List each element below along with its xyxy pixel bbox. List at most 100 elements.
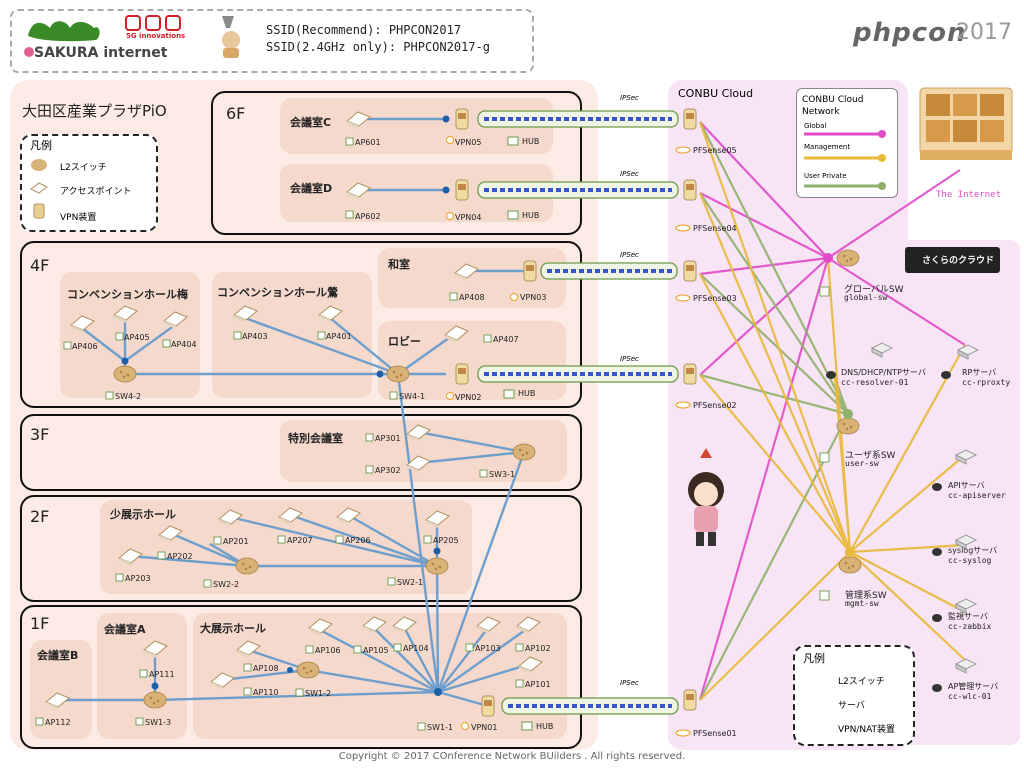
label-pfsense01: PFSense01: [693, 729, 737, 738]
label-ap301: AP301: [375, 434, 401, 443]
label-ap105: AP105: [363, 646, 389, 655]
room-label-daiten: 大展示ホール: [200, 622, 266, 635]
label-vpn03: VPN03: [520, 293, 547, 302]
label-ap206: AP206: [345, 536, 371, 545]
floor-label-1f: 1F: [30, 614, 50, 633]
label-vpn02: VPN02: [455, 393, 482, 402]
label-syslog-ja: syslogサーバ: [948, 546, 998, 555]
header-panel: [10, 9, 534, 73]
legend-left-ap: アクセスポイント: [60, 187, 132, 197]
sakura-cloud-logo-text: さくらのクラウド: [922, 256, 995, 266]
legend-left-title: 凡例: [30, 139, 52, 152]
legend-left-vpn: VPN装置: [60, 213, 97, 223]
label-ap112: AP112: [45, 718, 71, 727]
room-label-shoten: 少展示ホール: [110, 508, 176, 521]
room-label-uguisu: コンベンションホール鶯: [217, 286, 338, 299]
label-pfsense05: PFSense05: [693, 146, 737, 155]
copyright: Copyright © 2017 COnference Network BUil…: [338, 751, 686, 762]
label-ap106: AP106: [315, 646, 341, 655]
sakura-logo-text: SAKURA internet: [34, 45, 168, 61]
floor-label-3f: 3F: [30, 425, 50, 444]
label-ap407: AP407: [493, 335, 519, 344]
cloud-title: CONBU Cloud: [678, 87, 754, 100]
floor-label-4f: 4F: [30, 256, 50, 275]
ipsec-label-6c: IPSec: [620, 94, 639, 102]
label-mgmt-sw: mgmt-sw: [845, 599, 879, 608]
5g-logo-text: 5G innovations: [126, 32, 186, 40]
room-label-kaigib: 会議室B: [37, 649, 79, 662]
room-label-c: 会議室C: [290, 116, 332, 129]
label-rproxy: cc-rproxty: [962, 378, 1011, 387]
label-sw4-2: SW4-2: [115, 392, 142, 401]
floor-label-6f: 6F: [226, 104, 246, 123]
label-sw1-2: SW1-2: [305, 689, 332, 698]
internet-label: The Internet: [936, 190, 1002, 200]
network-legend-management: Management: [804, 143, 851, 151]
label-hub1: HUB: [536, 722, 554, 731]
5g-logo: [125, 15, 181, 31]
sakura-cloud-logo: [905, 247, 1000, 273]
legend-right-server: サーバ: [838, 701, 865, 711]
legend-left-l2: L2スイッチ: [60, 163, 107, 173]
label-api-ja: APIサーバ: [948, 481, 985, 490]
legend-left-icons: [30, 159, 48, 219]
label-sw4-1: SW4-1: [399, 392, 426, 401]
venue-title: 大田区産業プラザPiO: [22, 102, 167, 120]
label-ap101: AP101: [525, 680, 551, 689]
label-ap302: AP302: [375, 466, 401, 475]
label-global-sw-ja: グローバルSW: [844, 285, 904, 295]
label-sw2-2: SW2-2: [213, 580, 240, 589]
room-lobby: [378, 321, 566, 400]
label-ap405: AP405: [124, 333, 150, 342]
room-label-kaigia: 会議室A: [104, 623, 146, 636]
label-user-sw: user-sw: [845, 459, 879, 468]
label-pfsense04: PFSense04: [693, 224, 737, 233]
legend-right-title: 凡例: [803, 652, 825, 665]
network-legend-box: [796, 88, 898, 198]
label-api: cc-apiserver: [948, 491, 1006, 500]
label-ap401: AP401: [326, 332, 352, 341]
label-sw1-1: SW1-1: [427, 723, 454, 732]
label-hub6c: HUB: [522, 137, 540, 146]
room-label-ume: コンベンションホール梅: [67, 288, 188, 301]
label-zabbix-ja: 監視サーバ: [948, 612, 988, 621]
label-ap110: AP110: [253, 688, 279, 697]
label-ap207: AP207: [287, 536, 313, 545]
ipsec-label-6d: IPSec: [620, 170, 639, 178]
label-ap203: AP203: [125, 574, 151, 583]
label-ap108: AP108: [253, 664, 279, 673]
label-ap102: AP102: [525, 644, 551, 653]
legend-right: [793, 645, 915, 746]
mascot-character: [688, 448, 724, 546]
label-ap602: AP602: [355, 212, 381, 221]
mascot-icon: [222, 16, 240, 58]
legend-right-l2: L2スイッチ: [838, 677, 885, 687]
ipsec-label-lobby: IPSec: [620, 355, 639, 363]
internet-image: [919, 87, 1013, 160]
label-syslog: cc-syslog: [948, 556, 992, 565]
label-ap111: AP111: [149, 670, 175, 679]
label-wlc-ja: AP管理サーバ: [948, 682, 999, 691]
sakura-flower-icon: [24, 47, 34, 57]
label-hub4: HUB: [518, 389, 536, 398]
label-zabbix: cc-zabbix: [948, 622, 992, 631]
legend-right-vpn: VPN/NAT装置: [838, 725, 896, 735]
label-rproxy-ja: RPサーバ: [962, 368, 997, 377]
label-pfsense03: PFSense03: [693, 294, 737, 303]
label-ap408: AP408: [459, 293, 485, 302]
label-hub6d: HUB: [522, 211, 540, 220]
phpcon-year: 2017: [956, 20, 1012, 45]
label-ap201: AP201: [223, 537, 249, 546]
ssid-recommend: SSID(Recommend): PHPCON2017: [266, 23, 462, 37]
label-ap103: AP103: [475, 644, 501, 653]
network-legend-user: User Private: [804, 172, 847, 180]
label-vpn01: VPN01: [471, 723, 498, 732]
room-label-d: 会議室D: [290, 182, 333, 195]
label-resolver: cc-resolver-01: [841, 378, 909, 387]
label-global-sw: global-sw: [844, 293, 888, 302]
label-ap202: AP202: [167, 552, 193, 561]
label-sw3-1: SW3-1: [489, 470, 516, 479]
label-ap104: AP104: [403, 644, 429, 653]
phpcon-logo: phpcon: [853, 18, 967, 48]
